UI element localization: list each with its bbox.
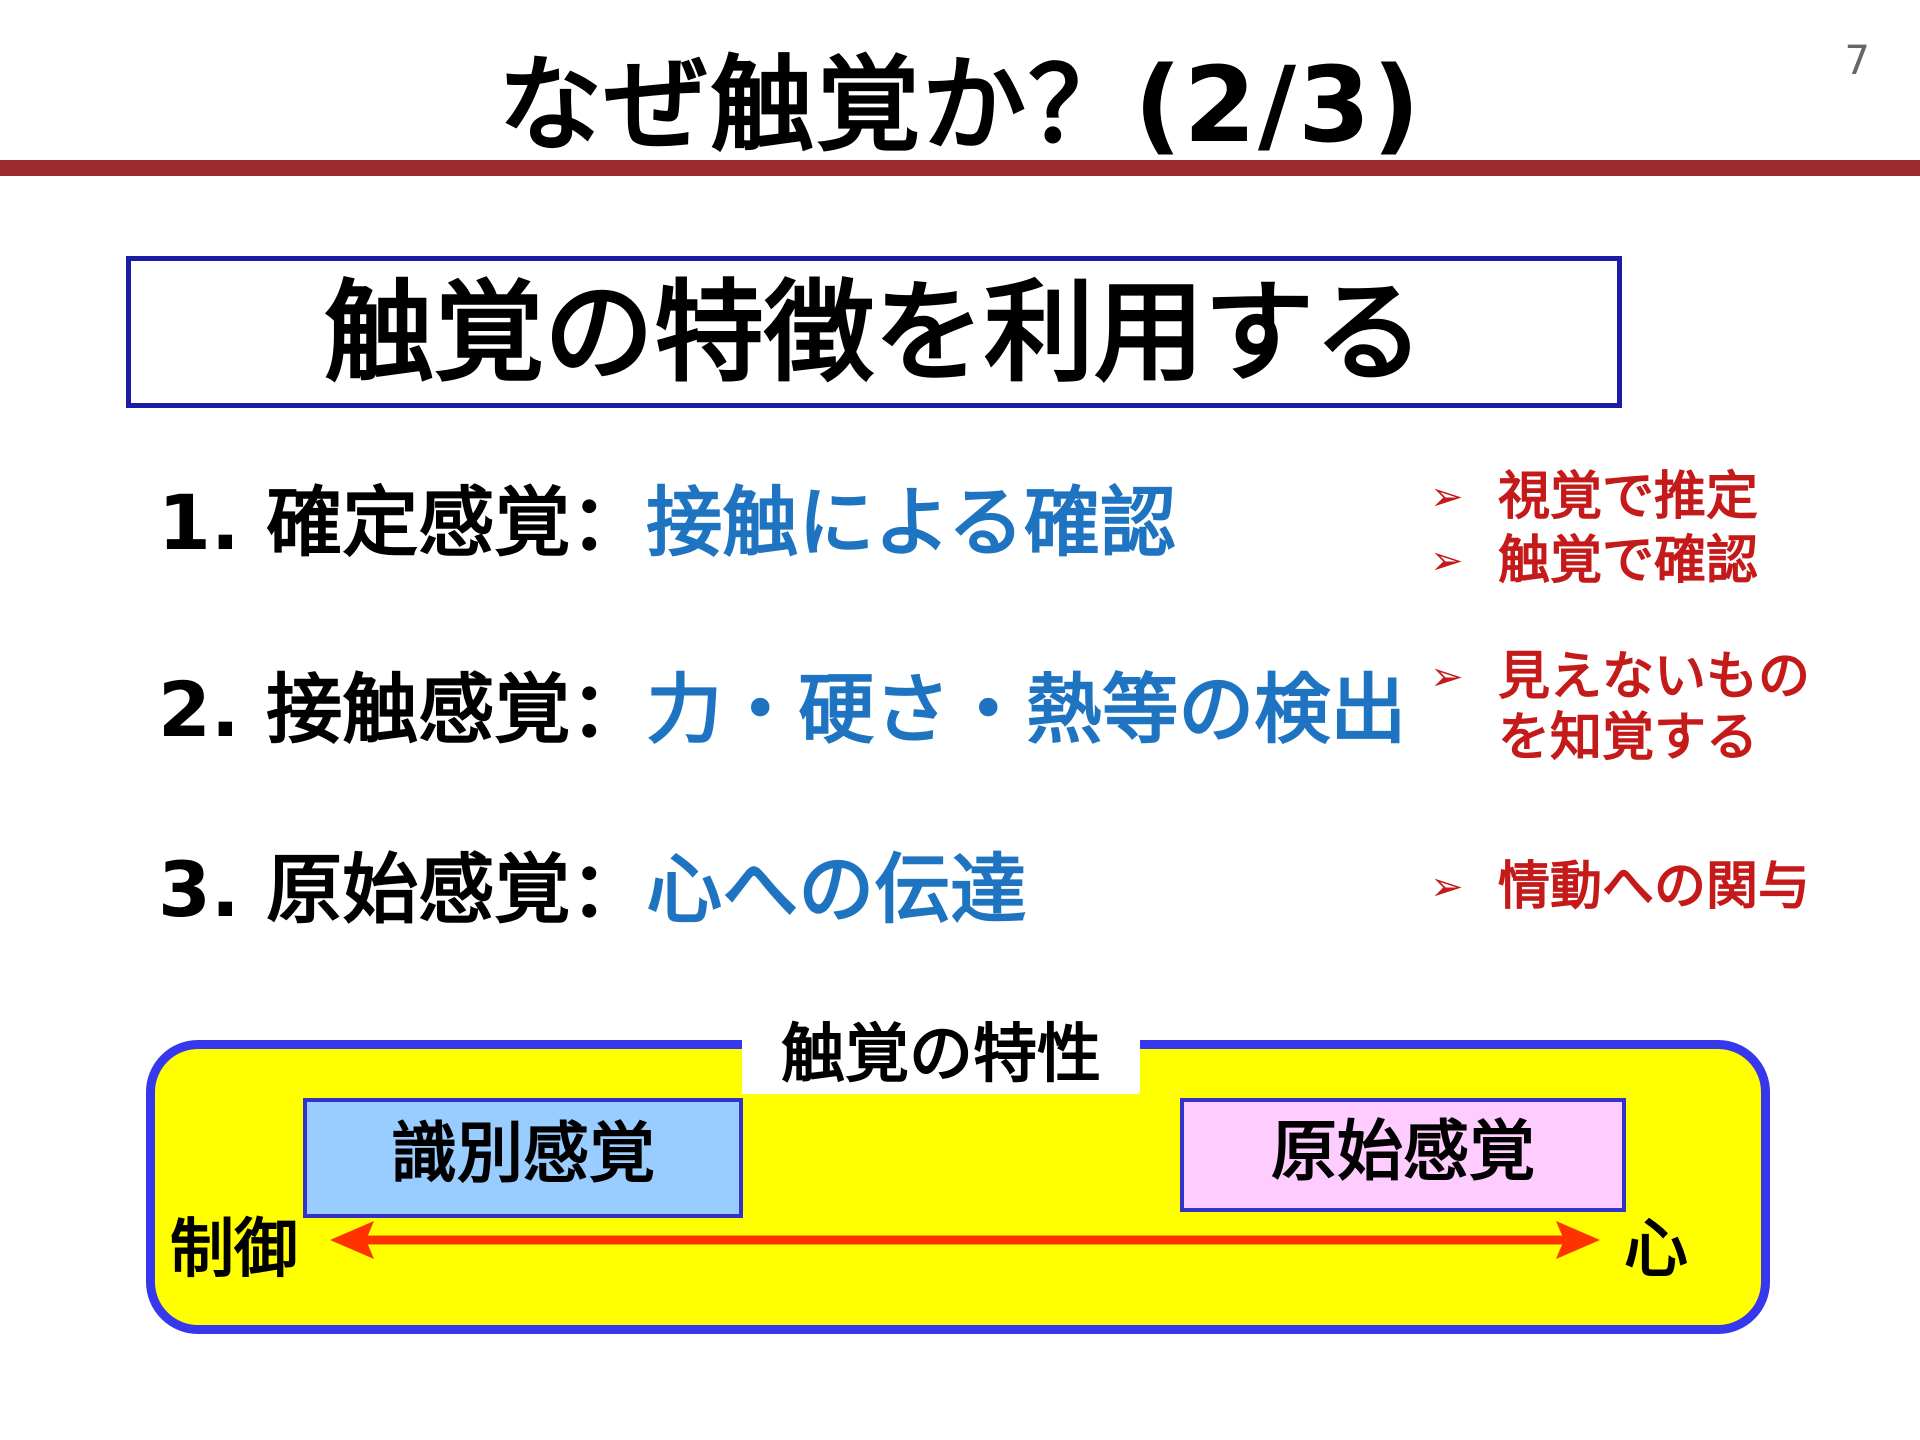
arrow-bullet-icon: ➢ — [1430, 538, 1464, 584]
title-underline — [0, 160, 1920, 176]
diagram-title-background — [742, 1020, 1140, 1094]
control-label: 制御 — [170, 1213, 298, 1287]
arrow-head-left — [330, 1221, 374, 1259]
double-headed-arrow-icon — [330, 1221, 1600, 1259]
primitive-sense-box: 原始感覚 — [1180, 1098, 1626, 1212]
note-bullet-4: ➢ 情動への関与 — [1430, 855, 1810, 919]
discriminative-sense-box: 識別感覚 — [303, 1098, 743, 1218]
note-text: 視覚で推定 — [1498, 467, 1759, 527]
feature-item-label: 3. 原始感覚： — [158, 845, 647, 934]
arrow-bullet-icon: ➢ — [1430, 864, 1464, 910]
feature-item-description: 心への伝達 — [646, 845, 1027, 934]
note-text: 情動への関与 — [1498, 857, 1811, 917]
feature-item-label: 1. 確定感覚： — [158, 478, 647, 567]
feature-item-label: 2. 接触感覚： — [158, 665, 647, 754]
note-bullet-3: ➢ 見えないもの — [1430, 645, 1810, 709]
feature-item-description: 接触による確認 — [646, 478, 1176, 567]
note-bullet-1: ➢ 視覚で推定 — [1430, 465, 1758, 529]
note-bullet-3-continuation: を知覚する — [1498, 708, 1759, 768]
note-text: 触覚で確認 — [1498, 531, 1759, 591]
note-bullet-2: ➢ 触覚で確認 — [1430, 529, 1758, 593]
arrow-bullet-icon: ➢ — [1430, 654, 1464, 700]
feature-item-description: 力・硬さ・熱等の検出 — [646, 665, 1407, 754]
theme-box — [126, 256, 1622, 408]
theme-text: 触覚の特徴を利用する — [324, 269, 1424, 397]
diagram-title: 触覚の特性 — [781, 1018, 1101, 1092]
note-text: 見えないもの — [1498, 647, 1811, 707]
page-number: 7 — [1844, 38, 1870, 84]
slide-title: なぜ触覚か？(2/3) — [498, 44, 1422, 166]
feature-item-2: 2. 接触感覚：力・硬さ・熱等の検出 — [158, 660, 1406, 760]
feature-item-3: 3. 原始感覚：心への伝達 — [158, 840, 1026, 940]
feature-item-1: 1. 確定感覚：接触による確認 — [158, 473, 1176, 573]
arrow-bullet-icon: ➢ — [1430, 474, 1464, 520]
arrow-head-right — [1556, 1221, 1600, 1259]
heart-label: 心 — [1624, 1213, 1688, 1287]
